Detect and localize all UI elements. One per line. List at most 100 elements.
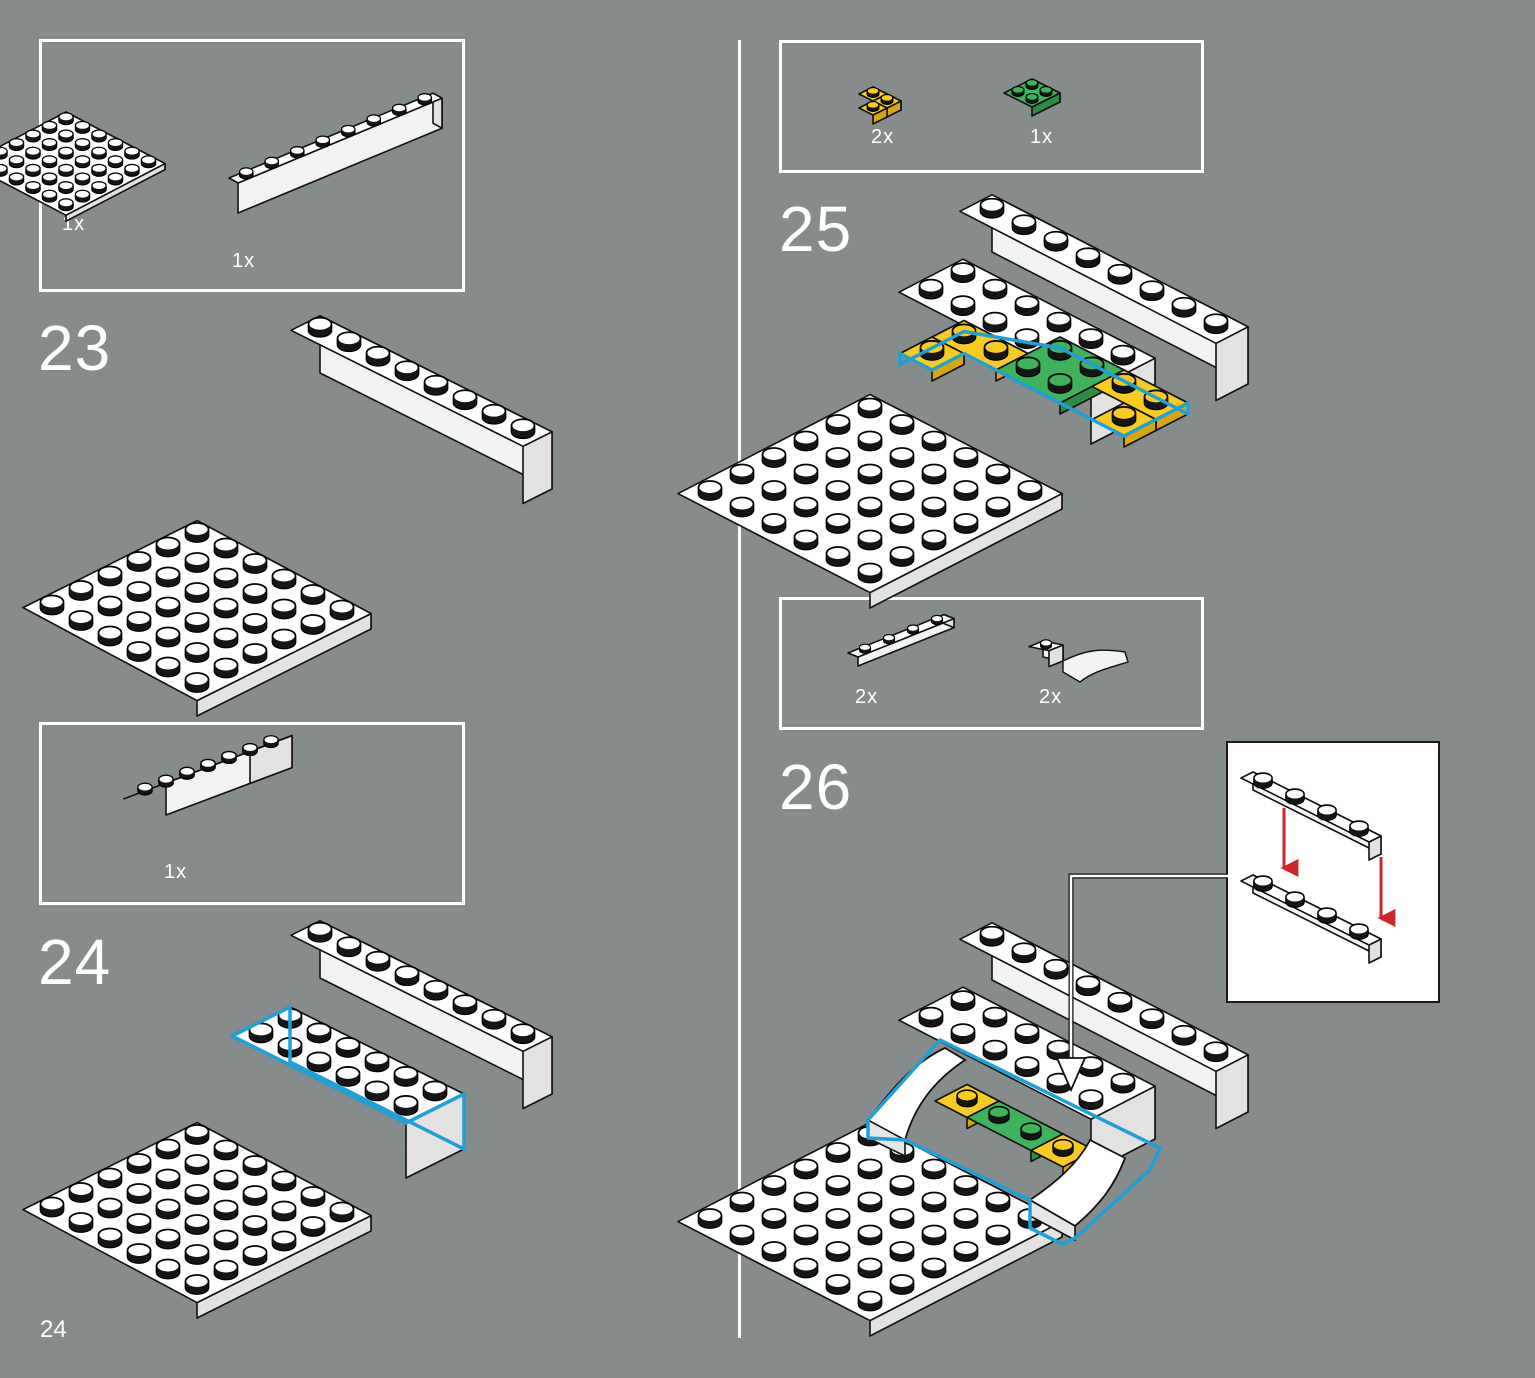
stud [263,735,279,749]
stud [25,163,41,177]
stud [184,1274,210,1295]
stud [126,641,152,662]
stud [213,627,239,649]
stud [510,1023,536,1045]
stud [140,155,157,169]
stud [857,463,883,485]
stud [184,552,210,573]
stud [1253,772,1273,789]
stud [155,626,181,648]
stud [825,1142,851,1163]
stud [761,1175,787,1196]
stud [107,138,124,152]
stud [985,496,1011,518]
part-qty: 2x [1039,686,1063,708]
stud [335,1037,361,1058]
stud [242,1155,268,1176]
new-part-highlight [866,1038,1162,1246]
page-number: 24 [40,1316,67,1343]
stud [335,1066,361,1087]
build-illustration-step-25 [677,194,1249,609]
stud [793,1257,819,1279]
plate-1x4-top [1240,771,1382,861]
stud [481,403,507,425]
stud [126,1213,152,1234]
stud [1052,1138,1074,1157]
stud [271,1200,297,1222]
stud [825,480,851,501]
stud [264,156,280,170]
stud [1171,1024,1197,1046]
stud [126,1183,152,1204]
stud [213,1169,239,1191]
stud [126,611,152,632]
stud [825,414,851,435]
stud [857,430,883,452]
stud [242,553,268,574]
stud [953,1175,979,1196]
stud [1011,942,1037,964]
stud [126,581,152,602]
stud [68,1212,94,1233]
stud [97,1197,123,1219]
stud [1317,804,1337,821]
stud [68,580,94,601]
stud [155,1228,181,1250]
stud [982,278,1008,300]
curved-slope [1062,649,1129,683]
stud [1017,480,1043,501]
stud [271,568,297,590]
stud [825,546,851,567]
stud [25,181,41,195]
stud [985,1224,1011,1246]
stud [289,146,305,159]
stud [300,1216,326,1237]
step-number: 25 [779,193,853,265]
stud [1025,78,1039,90]
stud [857,1158,883,1180]
stud [58,112,74,126]
stud [213,657,239,679]
stud [1039,639,1053,650]
corner-plate [858,100,888,125]
stud [307,921,333,943]
stud [729,1191,755,1213]
stud [97,595,123,617]
callout-arrowhead [1055,1057,1087,1093]
part-qty: 1x [164,861,188,883]
build-illustration-step-23 [22,314,553,717]
stud [857,496,883,518]
stud [889,1175,915,1196]
stud [307,316,333,338]
stud [365,950,391,972]
stud [242,1215,268,1236]
stud [242,1245,268,1266]
stud [1015,356,1041,378]
stud [393,1066,419,1087]
stud [982,1006,1008,1028]
stud [184,1214,210,1235]
stud [1043,230,1069,252]
stud [452,994,478,1016]
part-qty: 2x [855,686,879,708]
stud [1110,344,1136,366]
stud [761,447,787,468]
stud [793,1191,819,1213]
stud [271,598,297,620]
brick-1x8 [228,92,443,214]
stud [200,758,216,772]
stud [889,1208,915,1229]
stud [126,551,152,572]
stud [41,189,58,203]
stud [423,979,449,1001]
stud [921,1257,947,1279]
stud [97,625,123,647]
stud [889,414,915,435]
stud [0,163,8,177]
part-qty: 2x [871,126,895,148]
new-part-highlight [230,1005,466,1151]
stud [1171,296,1197,318]
stud [8,155,25,169]
stud [452,389,478,411]
stud [1047,373,1073,394]
